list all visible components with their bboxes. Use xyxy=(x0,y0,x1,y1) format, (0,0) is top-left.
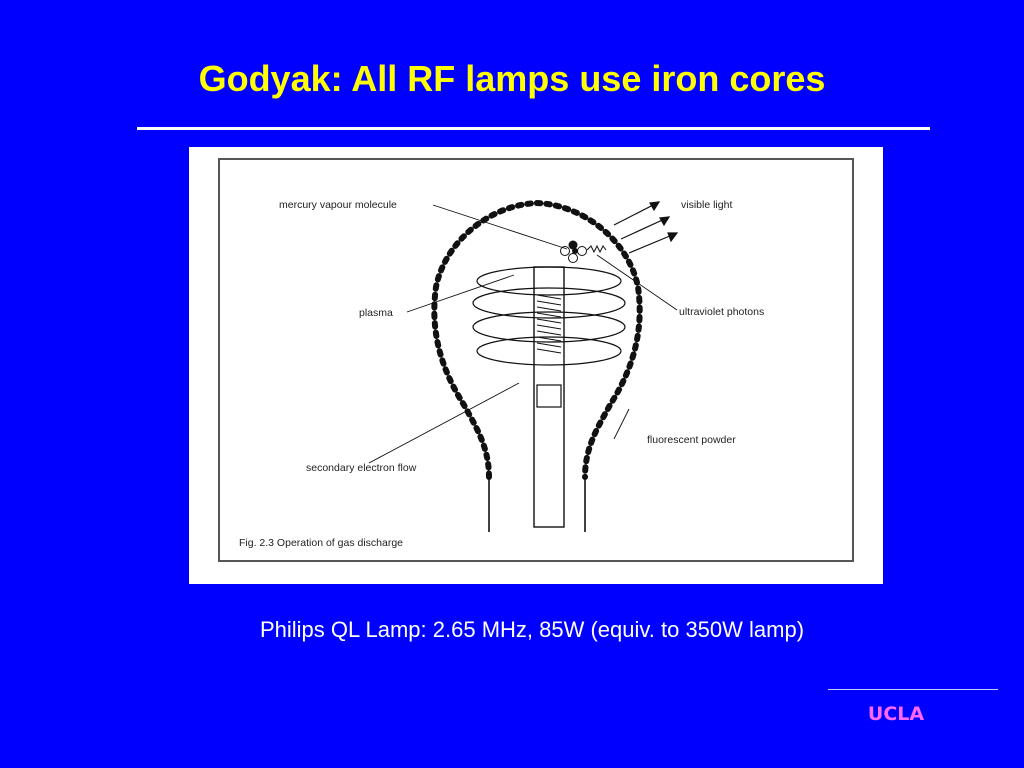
mercury-atom xyxy=(560,240,587,263)
coupler-tube xyxy=(533,266,565,528)
label-electron-flow: secondary electron flow xyxy=(306,462,417,474)
label-plasma: plasma xyxy=(359,307,393,319)
logo-underline xyxy=(828,689,998,690)
slide-caption: Philips QL Lamp: 2.65 MHz, 85W (equiv. t… xyxy=(259,617,805,642)
core-base xyxy=(536,384,562,408)
label-fluorescent-powder: fluorescent powder xyxy=(647,434,736,446)
core-winding xyxy=(536,294,562,354)
uv-squiggle xyxy=(586,244,607,254)
leader-lines xyxy=(368,204,678,464)
visible-light-arrows xyxy=(613,201,679,254)
slide-title: Godyak: All RF lamps use iron cores xyxy=(198,58,826,99)
title-underline xyxy=(137,127,930,130)
label-uv-photons: ultraviolet photons xyxy=(679,306,764,318)
label-mercury: mercury vapour molecule xyxy=(279,199,397,211)
ucla-logo: UCLA xyxy=(867,703,925,725)
lamp-diagram-svg: mercury vapour molecule visible light pl… xyxy=(218,158,854,562)
figure-caption: Fig. 2.3 Operation of gas discharge xyxy=(239,537,403,549)
lamp-diagram-figure: mercury vapour molecule visible light pl… xyxy=(189,147,883,584)
label-visible-light: visible light xyxy=(681,199,732,211)
bulb-outline xyxy=(431,199,643,480)
plasma-rings xyxy=(472,266,626,366)
